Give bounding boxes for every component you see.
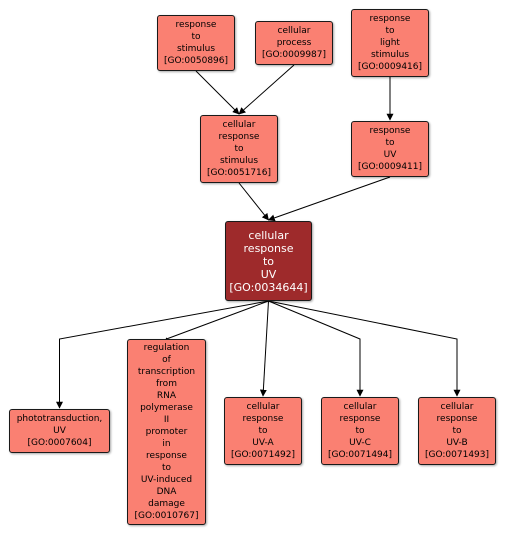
node-label-line: RNA xyxy=(156,391,177,401)
node-cellular-response-to-stimulus[interactable]: cellular response to stimulus [GO:0051716] xyxy=(200,115,278,183)
node-label-line: UV-A xyxy=(252,438,274,448)
node-label-line: UV xyxy=(53,426,66,436)
node-label-line: to xyxy=(191,32,201,42)
node-label-line: damage xyxy=(148,499,185,509)
node-label-line: [GO:0051716] xyxy=(206,168,272,178)
node-label-line: UV-C xyxy=(349,438,371,448)
node-label-line: to xyxy=(385,138,395,148)
edge-n0034644-n0071493 xyxy=(268,300,461,397)
node-label-line: stimulus xyxy=(219,156,259,166)
node-label-line: response xyxy=(243,241,294,255)
node-cellular-process[interactable]: cellular process [GO:0009987] xyxy=(255,21,333,65)
node-label-line: to xyxy=(161,463,172,473)
edge-n0050896-n0051716 xyxy=(195,70,240,115)
node-label-line: response xyxy=(146,451,187,461)
node-label-line: promoter xyxy=(145,427,188,437)
node-label-line: cellular xyxy=(248,228,289,242)
node-label-line: cellular xyxy=(440,402,474,412)
node-response-to-light-stimulus[interactable]: response to light stimulus [GO:0009416] xyxy=(351,9,429,77)
node-label-line: to xyxy=(355,426,365,436)
node-label-line: II xyxy=(163,415,170,425)
node-label-line: to xyxy=(262,254,275,268)
node-label-line: response xyxy=(339,414,381,424)
edge-n0009987-n0051716 xyxy=(238,64,295,115)
node-label-line: [GO:0009987] xyxy=(261,50,327,60)
node-label-line: [GO:0071492] xyxy=(230,450,296,460)
node-label-line: to xyxy=(234,144,244,154)
node-label: response to stimulus [GO:0050896] xyxy=(164,19,228,67)
node-label-line: regulation xyxy=(143,343,190,353)
node-label-line: stimulus xyxy=(370,50,410,60)
node-label: phototransduction, UV [GO:0007604] xyxy=(17,413,103,449)
edge-n0034644-n0010767 xyxy=(163,300,269,345)
node-label-line: [GO:0007604] xyxy=(27,438,92,448)
node-label-line: process xyxy=(276,38,312,48)
edge-n0051716-n0034644 xyxy=(238,182,269,221)
node-label-line: UV xyxy=(260,267,277,281)
node-label-line: to xyxy=(452,426,462,436)
node-label-line: cellular xyxy=(343,402,377,412)
node-label-line: in xyxy=(162,439,171,449)
node-label: cellular response to stimulus [GO:0051716] xyxy=(207,119,271,179)
node-label-line: cellular xyxy=(277,26,311,36)
node-label-line: of xyxy=(162,355,171,365)
node-label-line: [GO:0050896] xyxy=(163,56,229,66)
node-label-line: response xyxy=(175,20,217,30)
node-label-line: [GO:0034644] xyxy=(229,280,308,294)
edge-n0034644-n0071494 xyxy=(268,300,364,397)
edge-n0009411-n0034644 xyxy=(267,176,391,222)
node-label-line: response xyxy=(369,126,411,136)
node-label: cellular process [GO:0009987] xyxy=(262,25,326,61)
node-label-line: UV-B xyxy=(446,438,468,448)
node-label-line: response xyxy=(369,14,411,24)
node-label-line: [GO:0010767] xyxy=(134,511,199,521)
node-label-line: from xyxy=(156,379,177,389)
node-label-line: stimulus xyxy=(176,44,216,54)
node-label-line: [GO:0071493] xyxy=(424,450,490,460)
node-label-line: [GO:0009416] xyxy=(357,62,423,72)
node-response-to-stimulus[interactable]: response to stimulus [GO:0050896] xyxy=(157,15,235,71)
node-label-line: response xyxy=(218,132,260,142)
node-label-line: response xyxy=(436,414,478,424)
node-phototransduction-uv[interactable]: phototransduction, UV [GO:0007604] xyxy=(9,409,110,453)
node-label-line: phototransduction, xyxy=(16,414,103,424)
node-label-line: cellular xyxy=(246,402,280,412)
node-label-line: [GO:0009411] xyxy=(357,162,423,172)
edge-n0034644-n0071492 xyxy=(259,300,269,397)
node-label-line: light xyxy=(380,38,400,48)
node-label-line: [GO:0071494] xyxy=(327,450,393,460)
node-label-line: polymerase xyxy=(140,403,193,413)
node-label-line: transcription xyxy=(137,367,196,377)
node-label-line: to xyxy=(258,426,268,436)
node-label-line: UV xyxy=(383,150,397,160)
node-label-line: cellular xyxy=(222,120,256,130)
edge-n0034644-n0007604 xyxy=(56,300,269,409)
node-label: response to light stimulus [GO:0009416] xyxy=(358,13,422,73)
node-label-line: response xyxy=(242,414,284,424)
node-label-line: UV-induced xyxy=(140,475,193,485)
node-label-line: DNA xyxy=(156,487,177,497)
node-label-line: to xyxy=(385,26,395,36)
